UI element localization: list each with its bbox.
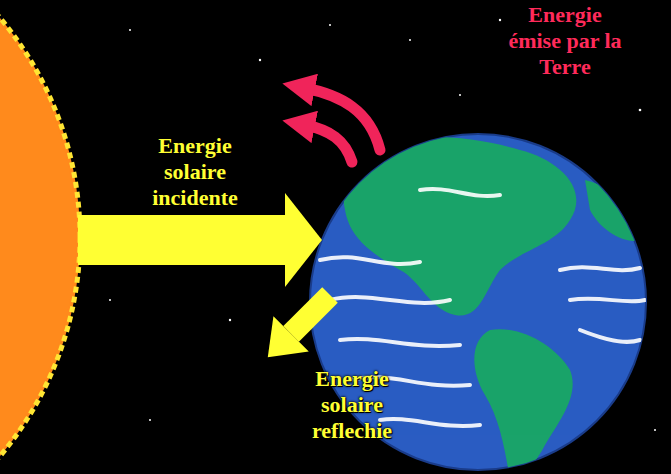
incident-energy-label: Energie solaire incidente — [130, 133, 260, 211]
sun — [0, 0, 80, 474]
reflected-arrow — [250, 277, 348, 375]
reflected-energy-label: Energie solaire reflechie — [287, 366, 417, 444]
emitted-energy-label: Energie émise par la Terre — [500, 2, 630, 80]
emitted-arrows — [305, 88, 380, 162]
sun-disk — [0, 0, 76, 474]
